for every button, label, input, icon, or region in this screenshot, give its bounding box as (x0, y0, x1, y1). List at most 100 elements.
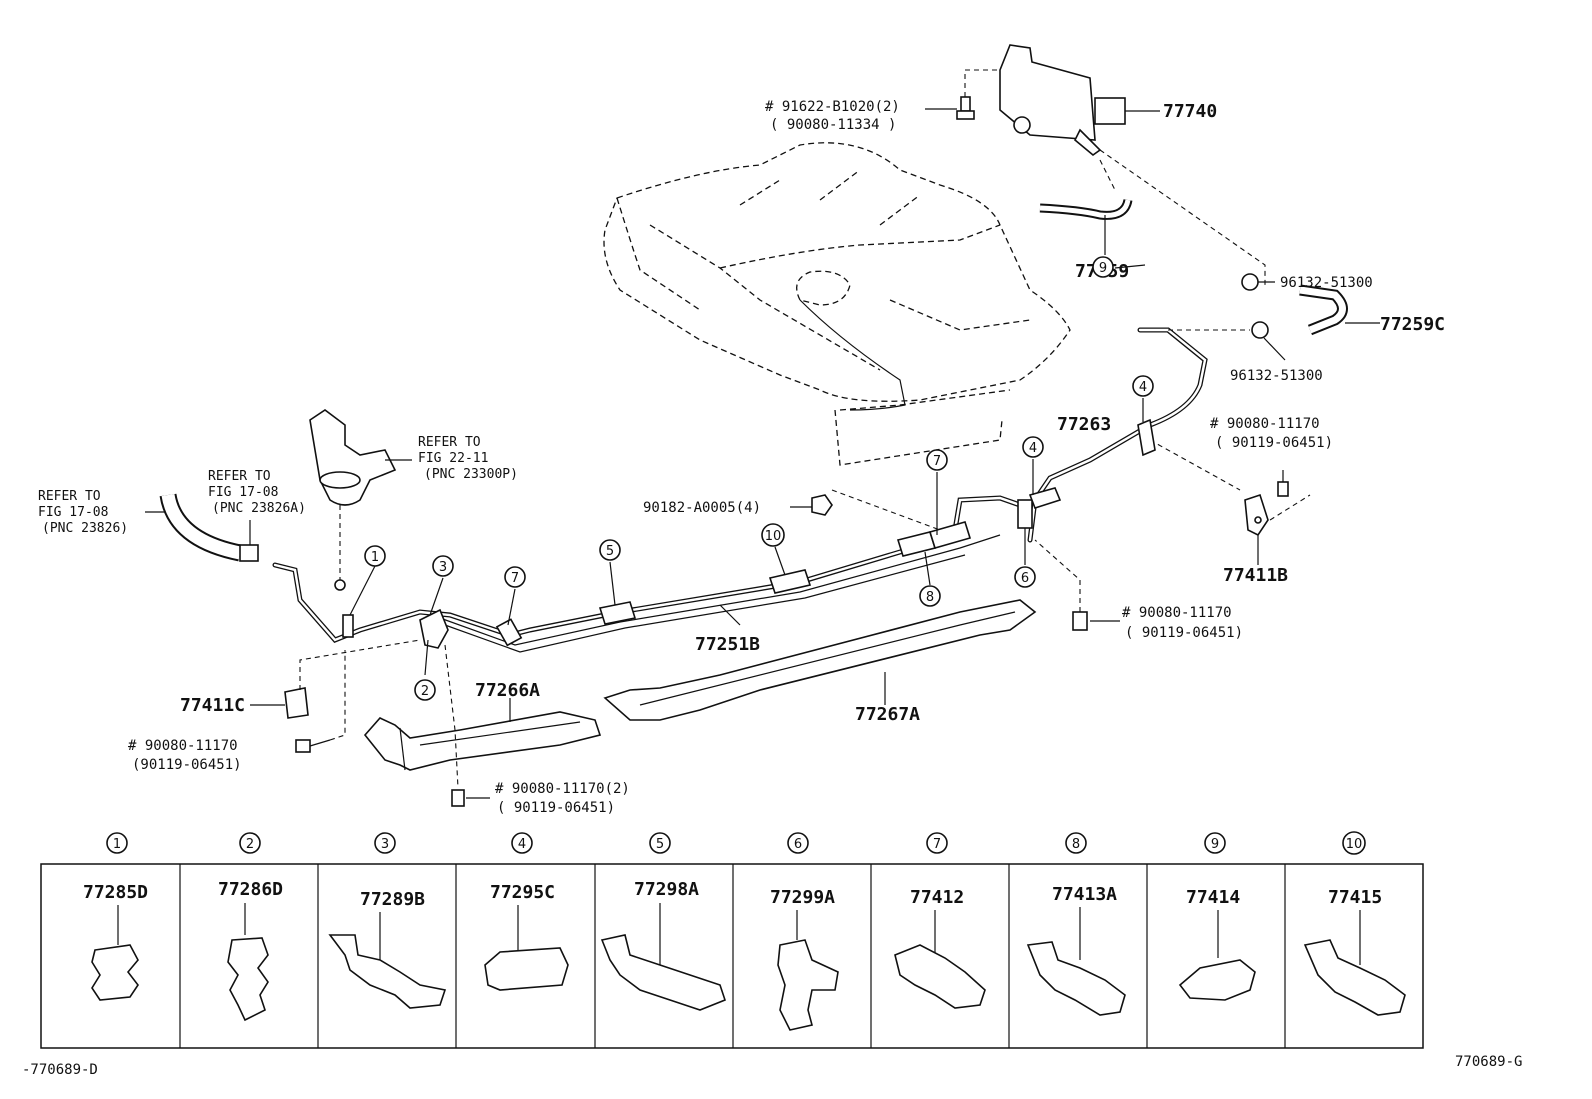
callout-9: 9 (1092, 256, 1114, 278)
clip-markers (342, 418, 1156, 649)
bolt-label: # 90080-11170 (1210, 416, 1320, 432)
svg-text:1: 1 (371, 550, 379, 565)
svg-text:2: 2 (246, 837, 254, 852)
part-label-77251b: 77251B (695, 634, 760, 655)
protector-77266a (363, 644, 602, 789)
vsv-valve (309, 409, 412, 591)
clip-table (40, 863, 1424, 1049)
part-label-96132-b: 96132-51300 (1230, 368, 1323, 384)
part-label-77266a: 77266A (475, 680, 540, 701)
callout-7: 7 (504, 566, 526, 588)
charcoal-canister (999, 44, 1160, 157)
callout-1: 1 (364, 545, 386, 567)
bolt-label: ( 90119-06451) (1215, 435, 1333, 451)
refer-label: FIG 17-08 (38, 505, 108, 520)
part-label-90182: 90182-A0005(4) (643, 500, 761, 516)
table-part-label: 77413A (1052, 884, 1117, 905)
bolt-icon (295, 650, 346, 753)
bolt-label: # 91622-B1020(2) (765, 99, 900, 115)
clip-drawing-77412 (894, 910, 986, 1009)
table-number-10: 10 (1342, 831, 1366, 855)
svg-text:3: 3 (439, 560, 447, 575)
bracket-77411c (250, 639, 421, 719)
clip-drawing-77413a (1026, 907, 1126, 1016)
table-part-label: 77285D (83, 882, 148, 903)
table-part-label: 77298A (634, 879, 699, 900)
clip-drawing-77286d (227, 903, 269, 1022)
table-part-label: 77289B (360, 889, 425, 910)
callout-leaders (349, 264, 1146, 676)
svg-text:5: 5 (606, 544, 614, 559)
bolt-label: # 90080-11170 (1122, 605, 1232, 621)
table-number-8: 8 (1065, 832, 1087, 854)
callout-4: 4 (1132, 375, 1154, 397)
callout-6: 6 (1014, 566, 1036, 588)
callout-7: 7 (926, 449, 948, 471)
part-label-77411c: 77411C (180, 695, 245, 716)
clip-drawing-77299a (777, 910, 839, 1031)
svg-text:4: 4 (518, 837, 526, 852)
refer-label: (PNC 23826) (42, 521, 128, 536)
callout-2: 2 (414, 679, 436, 701)
callout-5: 5 (599, 539, 621, 561)
svg-text:2: 2 (421, 684, 429, 699)
svg-text:8: 8 (926, 590, 934, 605)
table-number-9: 9 (1204, 832, 1226, 854)
svg-text:3: 3 (381, 837, 389, 852)
hose-77259c (1299, 284, 1380, 336)
callout-3: 3 (432, 555, 454, 577)
clip-drawing-77285d (91, 905, 139, 1001)
table-part-label: 77286D (218, 879, 283, 900)
clip-drawing-77298a (600, 903, 726, 1011)
callout-8: 8 (919, 585, 941, 607)
clip-drawing-77289b (328, 912, 447, 1009)
refer-label: REFER TO (418, 435, 481, 450)
svg-text:7: 7 (511, 571, 519, 586)
bolt-label: ( 90119-06451) (497, 800, 615, 816)
table-number-3: 3 (374, 832, 396, 854)
fuel-hose (145, 493, 259, 562)
refer-label: REFER TO (208, 469, 271, 484)
table-part-label: 77415 (1328, 887, 1382, 908)
bolt-label: # 90080-11170(2) (495, 781, 630, 797)
table-number-2: 2 (239, 832, 261, 854)
table-part-label: 77299A (770, 887, 835, 908)
refer-label: FIG 17-08 (208, 485, 278, 500)
refer-label: (PNC 23826A) (212, 501, 306, 516)
bolt-label: ( 90080-11334 ) (770, 117, 896, 133)
part-label-77263: 77263 (1057, 414, 1111, 435)
table-number-1: 1 (106, 832, 128, 854)
protector-77267a (603, 599, 1037, 721)
svg-text:8: 8 (1072, 837, 1080, 852)
svg-text:10: 10 (765, 529, 782, 544)
svg-text:7: 7 (933, 837, 941, 852)
bolt-icon (451, 789, 490, 807)
clip-drawing-77415 (1303, 910, 1406, 1016)
table-number-5: 5 (649, 832, 671, 854)
nut-icon (790, 489, 941, 531)
part-label-77259c: 77259C (1380, 314, 1445, 335)
table-number-6: 6 (787, 832, 809, 854)
table-number-7: 7 (926, 832, 948, 854)
clip-drawing-77295c (484, 905, 569, 991)
svg-text:9: 9 (1099, 261, 1107, 276)
tube-77263 (1027, 327, 1250, 543)
table-part-label: 77412 (910, 887, 964, 908)
table-part-label: 77295C (490, 882, 555, 903)
figure-code-right: 770689-G (1455, 1054, 1522, 1070)
bolt-icon (956, 96, 975, 120)
table-number-4: 4 (511, 832, 533, 854)
table-part-label: 77414 (1186, 887, 1240, 908)
bracket-77411b (1244, 470, 1311, 565)
refer-label: (PNC 23300P) (424, 467, 518, 482)
bolt-label: (90119-06451) (132, 757, 242, 773)
svg-text:9: 9 (1211, 837, 1219, 852)
clip-drawing-77414 (1178, 910, 1256, 1001)
part-label-77267a: 77267A (855, 704, 920, 725)
hose-77759 (1039, 198, 1133, 255)
bolt-label: # 90080-11170 (128, 738, 238, 754)
svg-text:6: 6 (1021, 571, 1029, 586)
svg-text:10: 10 (1346, 837, 1363, 852)
svg-text:1: 1 (113, 837, 121, 852)
